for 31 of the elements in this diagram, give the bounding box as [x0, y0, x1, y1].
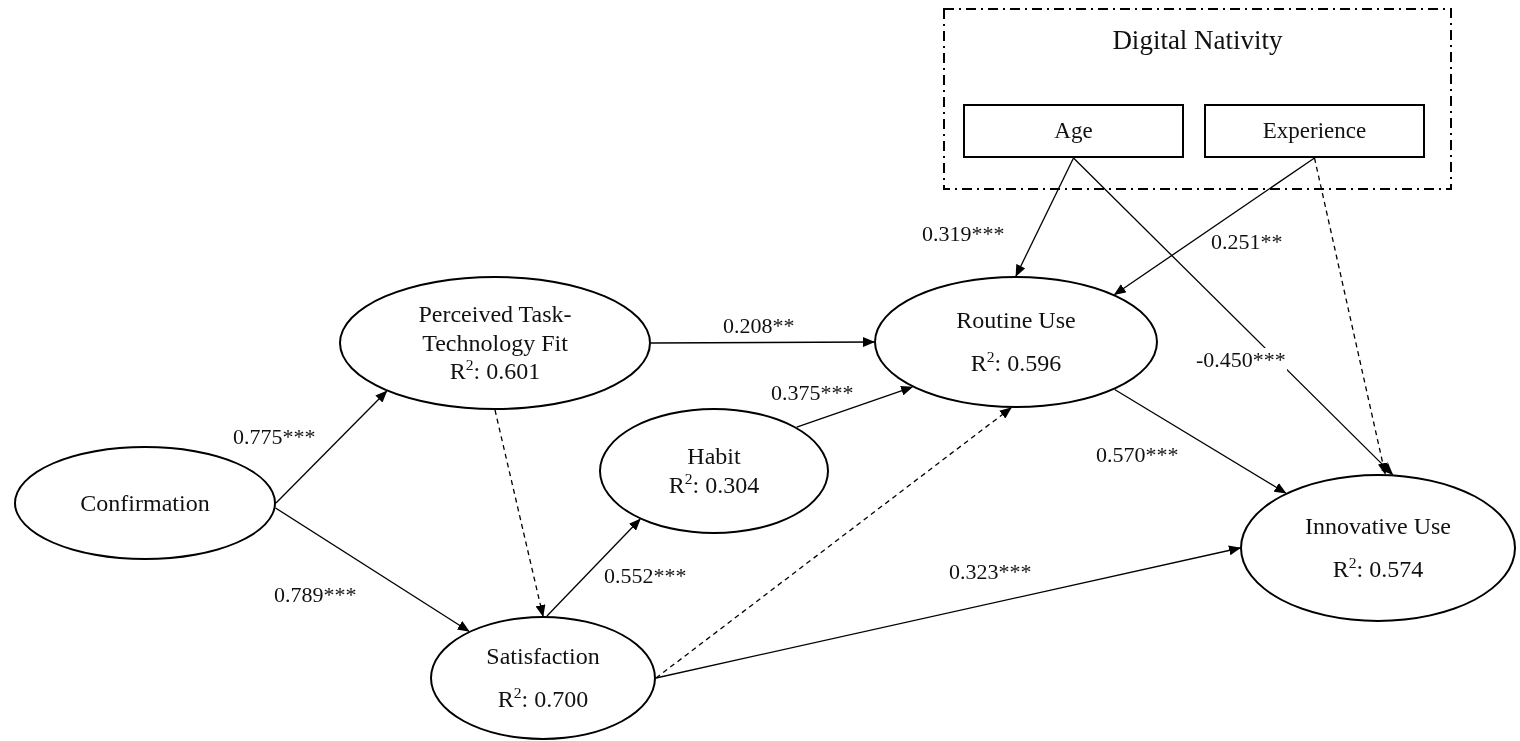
arrow	[1113, 157, 1316, 296]
node-label: Experience	[1262, 117, 1367, 145]
node-label: Habit	[687, 442, 741, 471]
r-squared-label: R$^{2}$: 0.574	[1332, 555, 1424, 584]
arrow	[275, 390, 388, 504]
arrow	[655, 545, 1241, 679]
arrow	[1313, 157, 1388, 476]
arrow	[494, 409, 546, 617]
r-squared-label: R$^{2}$: 0.304	[668, 471, 760, 500]
r-squared-label: R$^{2}$: 0.700	[497, 685, 589, 714]
edge-label: -0.450***	[1195, 348, 1287, 373]
r-squared-label: R$^{2}$: 0.601	[449, 357, 541, 387]
arrow	[796, 385, 914, 428]
node-label: Satisfaction	[486, 642, 600, 671]
variable-box	[1204, 104, 1425, 158]
node-label: Confirmation	[80, 488, 210, 518]
dash-dot-frame	[943, 8, 1452, 190]
group-title: Digital Nativity	[1112, 24, 1283, 57]
arrow	[1114, 388, 1287, 494]
node-label: Perceived Task-Technology Fit	[417, 299, 573, 358]
arrow	[650, 337, 875, 348]
node-label: Innovative Use	[1305, 512, 1451, 541]
r-squared-label: R$^{2}$: 0.596	[970, 349, 1062, 378]
variable-box	[963, 104, 1184, 158]
node-label: Age	[1054, 117, 1093, 145]
arrow	[1072, 157, 1394, 476]
arrow	[546, 518, 641, 617]
arrow	[274, 507, 470, 632]
arrow	[1015, 157, 1075, 277]
node-label: Routine Use	[956, 306, 1076, 335]
arrow	[655, 407, 1012, 679]
